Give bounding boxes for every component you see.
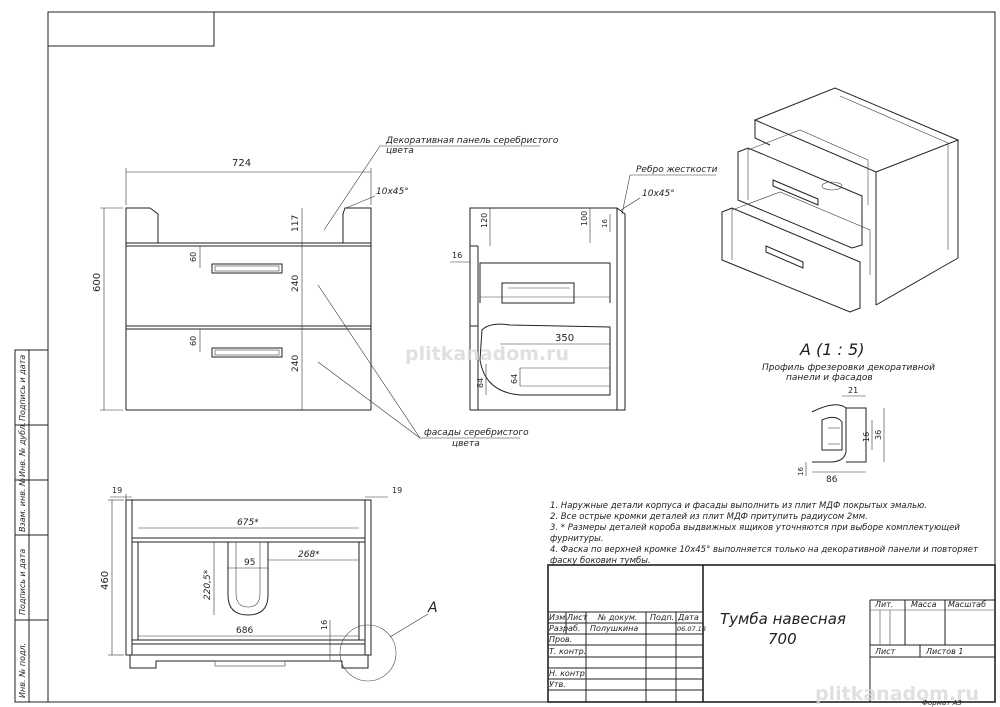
tb-col-izm: Изм.: [549, 613, 568, 622]
dim-36: 36: [874, 430, 883, 440]
dim-depth-350: 350: [555, 333, 574, 344]
stamp-sign-date-2: Подпись и дата: [18, 355, 27, 421]
plan-view: 460 19 19 675* 95 268* 220,5* 686 16 А: [100, 486, 438, 682]
note-4-cont: фаску боковин тумбы.: [550, 556, 651, 566]
dim-16-top: 16: [601, 219, 609, 228]
tb-masshtab: Масштаб: [948, 600, 986, 609]
dim-16-left: 16: [452, 251, 462, 260]
stamp-inv-podl: Инв. № подл.: [18, 643, 27, 698]
tb-list: Лист: [874, 647, 896, 656]
front-chamfer: 10x45°: [376, 187, 409, 197]
tb-row-prov: Пров.: [549, 635, 572, 644]
section-a-marker: А: [427, 600, 438, 616]
side-stamp: Инв. № подл. Подпись и дата Взам. инв. №…: [14, 349, 49, 703]
dim-top-rail-117: 117: [291, 215, 301, 232]
note-3: 3. * Размеры деталей короба выдвижных ящ…: [550, 523, 960, 533]
tb-row-tkontr: Т. контр.: [549, 647, 586, 656]
note-1: 1. Наружные детали корпуса и фасады выпо…: [550, 501, 927, 511]
detail-a-caption-1: Профиль фрезеровки декоративной: [762, 363, 935, 373]
tb-row-utv: Утв.: [549, 680, 566, 689]
dim-side-left-19: 19: [112, 486, 122, 495]
tb-col-date: Дата: [677, 613, 699, 622]
dim-handle-offset-2: 60: [189, 336, 198, 346]
dim-16a: 16: [862, 432, 871, 442]
tb-col-doc: № докум.: [597, 613, 637, 622]
tb-row-nkontr: Н. контр.: [549, 669, 587, 678]
dim-plan-depth-460: 460: [100, 571, 111, 590]
detail-a-caption-2: панели и фасадов: [786, 373, 873, 383]
technical-notes: 1. Наружные детали корпуса и фасады выпо…: [550, 501, 979, 566]
detail-a-title: А (1 : 5): [799, 340, 864, 359]
tb-format: Формат А3: [922, 699, 962, 707]
dim-84: 84: [476, 378, 485, 388]
tb-razrab-name: Полушкина: [590, 624, 638, 633]
callout-rib: Ребро жесткости: [636, 165, 718, 175]
dim-120: 120: [480, 213, 489, 228]
dim-width-724: 724: [232, 158, 251, 169]
stamp-inv-dubl: Инв. № дубл.: [18, 422, 27, 477]
tb-product-name: Тумба навесная: [720, 610, 846, 628]
tb-col-sign: Подп.: [650, 613, 674, 622]
title-block: Изм. Лист № докум. Подп. Дата Разраб. По…: [547, 564, 996, 707]
tb-col-list: Лист: [566, 613, 588, 622]
tb-listov: Листов 1: [925, 647, 964, 656]
dim-drawer-2-240: 240: [291, 355, 301, 372]
isometric-view: [721, 87, 960, 313]
front-view: 724 600 117 240 240 60 60 10x45°: [92, 158, 409, 411]
dim-64: 64: [510, 374, 519, 384]
tb-massa: Масса: [911, 600, 937, 609]
side-chamfer: 10x45°: [642, 189, 675, 199]
dim-cutout-width-95: 95: [244, 558, 255, 568]
dim-bottom-width-686: 686: [236, 626, 253, 636]
note-2: 2. Все острые кромки деталей из плит МДФ…: [550, 512, 868, 522]
watermark-bottom: plitkanadom.ru: [815, 683, 979, 705]
side-section-view: 10x45° Ребро жесткости 120 100 16 16 350…: [450, 165, 718, 411]
dim-inner-width-675: 675*: [237, 518, 259, 528]
watermark-center: plitkanadom.ru: [405, 343, 569, 365]
dim-21: 21: [848, 386, 858, 395]
note-4: 4. Фаска по верхней кромке 10x45° выполн…: [550, 545, 979, 555]
callout-deco-panel-1: Декоративная панель серебристого: [385, 136, 559, 146]
stamp-vzam-inv: Взам. инв. №: [18, 478, 27, 532]
tb-razrab-date: 06.07.18: [677, 625, 706, 633]
front-callouts: Декоративная панель серебристого цвета ф…: [317, 136, 559, 449]
stamp-sign-date-1: Подпись и дата: [18, 549, 27, 615]
detail-a: А (1 : 5) Профиль фрезеровки декоративно…: [762, 340, 935, 485]
tb-product-model: 700: [768, 630, 797, 648]
tb-row-razrab: Разраб.: [549, 624, 580, 633]
dim-height-600: 600: [92, 273, 103, 292]
dim-16b: 16: [797, 467, 805, 476]
dim-bottom-thickness-16: 16: [320, 620, 329, 630]
dim-cutout-depth: 220,5*: [203, 569, 213, 600]
note-3-cont: фурнитуры.: [550, 534, 604, 544]
callout-facades-2: цвета: [452, 439, 480, 449]
dim-cutout-offset-268: 268*: [298, 550, 320, 560]
dim-100: 100: [580, 211, 589, 226]
callout-facades-1: фасады серебристого: [424, 428, 529, 438]
callout-deco-panel-2: цвета: [386, 146, 414, 156]
dim-side-right-19: 19: [392, 486, 402, 495]
dim-handle-offset-1: 60: [189, 252, 198, 262]
dim-86: 86: [826, 475, 838, 485]
tb-lit: Лит.: [874, 600, 893, 609]
dim-drawer-1-240: 240: [291, 275, 301, 292]
